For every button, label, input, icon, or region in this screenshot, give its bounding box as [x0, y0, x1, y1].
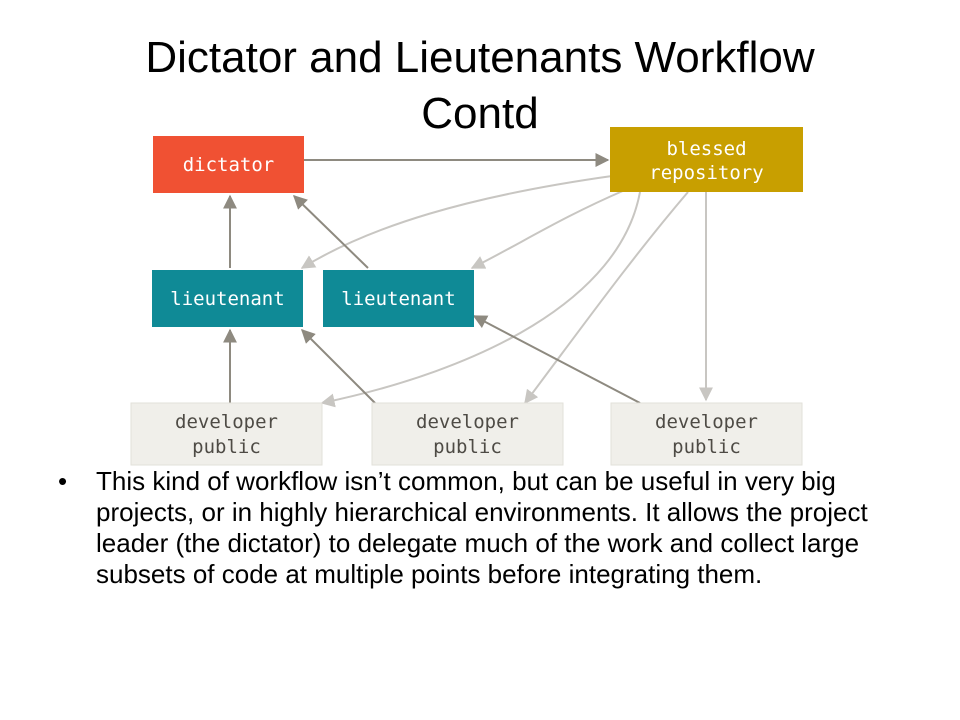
developer-node-1: developer public [130, 402, 323, 466]
developer-node-2: developer public [371, 402, 564, 466]
developer-3-label-line1: developer [655, 411, 758, 433]
arrow-developer-2-to-lieutenant-left [301, 329, 376, 404]
developer-2-label-line1: developer [416, 411, 519, 433]
dictator-node: dictator [153, 136, 304, 193]
developer-2-label-line2: public [433, 436, 502, 458]
developer-3-label-line2: public [672, 436, 741, 458]
arrow-blessed-to-lieutenant-right [470, 189, 626, 269]
lieutenant-left-label: lieutenant [170, 288, 284, 310]
slide-title: Dictator and Lieutenants Workflow Contd [60, 30, 900, 142]
blessed-label-line1: blessed [666, 138, 746, 160]
bullet-list: • This kind of workflow isn’t common, bu… [58, 466, 918, 590]
dictator-label: dictator [183, 154, 275, 176]
blessed-repository-node: blessed repository [610, 127, 803, 192]
lieutenant-left-node: lieutenant [152, 270, 303, 327]
arrow-developer-3-to-lieutenant-right [472, 315, 641, 404]
arrow-blessed-to-developer-1 [320, 191, 641, 408]
push-arrows [223, 153, 641, 404]
arrow-blessed-to-developer-2 [524, 191, 689, 405]
developer-1-label-line1: developer [175, 411, 278, 433]
developer-1-label-line2: public [192, 436, 261, 458]
arrow-blessed-to-lieutenant-left [300, 175, 613, 269]
bullet-text: This kind of workflow isn’t common, but … [96, 466, 868, 589]
bullet-marker: • [58, 466, 68, 496]
pull-arrows [300, 175, 713, 408]
arrow-lieutenant-right-to-dictator [292, 195, 369, 269]
lieutenant-right-node: lieutenant [323, 270, 474, 327]
slide-title-line2: Contd [421, 89, 539, 138]
bullet-item: • This kind of workflow isn’t common, bu… [58, 466, 918, 590]
slide-title-line1: Dictator and Lieutenants Workflow [145, 33, 815, 82]
lieutenant-right-label: lieutenant [341, 288, 455, 310]
blessed-label-line2: repository [649, 162, 763, 184]
developer-node-3: developer public [610, 402, 803, 466]
